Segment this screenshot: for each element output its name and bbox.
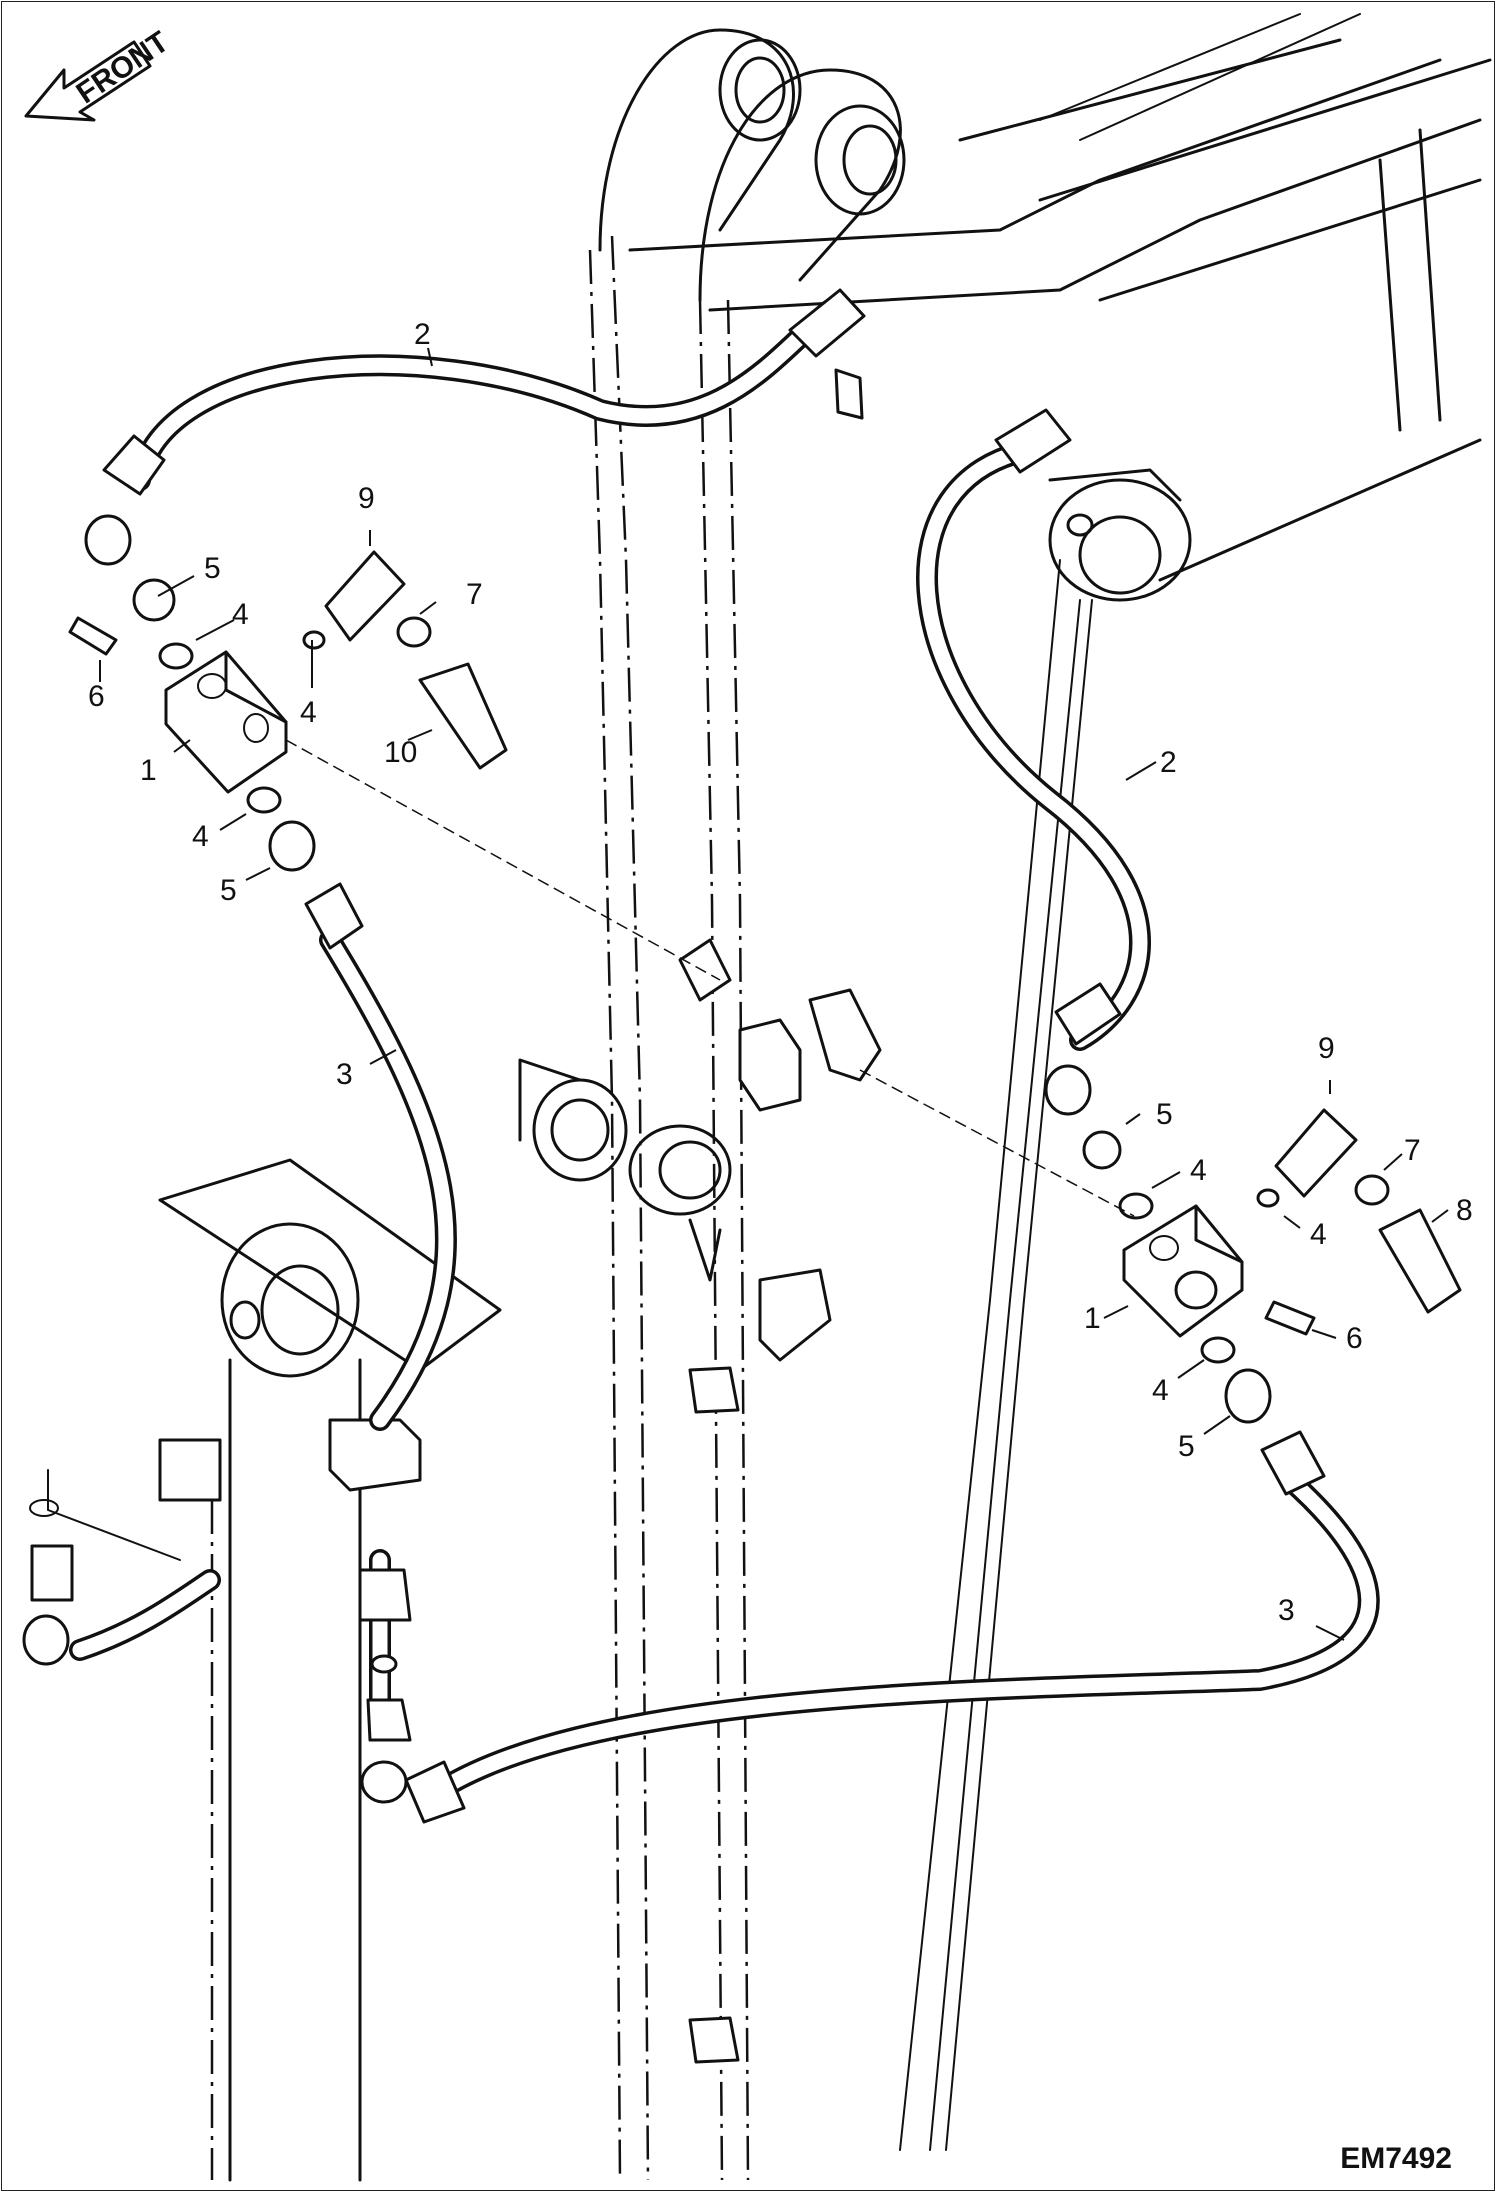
callout-left-10: 10 [384, 736, 417, 769]
callout-left-4c: 4 [192, 820, 209, 853]
callout-left-7: 7 [466, 578, 483, 611]
boom-arm [518, 13, 1492, 2181]
callout-right-1: 1 [1084, 1302, 1101, 1335]
callout-left-4a: 4 [232, 598, 249, 631]
callout-right-7: 7 [1404, 1134, 1421, 1167]
callout-left-6: 6 [88, 680, 105, 713]
callout-left-5b: 5 [220, 874, 237, 907]
right-hose-2 [916, 408, 1151, 1116]
callout-left-3: 3 [336, 1058, 353, 1091]
callout-left-4b: 4 [300, 696, 317, 729]
callouts-left: 2 5 4 6 1 4 9 7 10 4 5 3 [88, 318, 483, 1091]
arm-cylinder [47, 1158, 502, 2182]
callout-right-9: 9 [1318, 1032, 1335, 1065]
callout-left-9: 9 [358, 482, 375, 515]
callout-right-4b: 4 [1310, 1218, 1327, 1251]
callout-right-4a: 4 [1190, 1154, 1207, 1187]
left-hose-2 [84, 288, 866, 566]
callout-right-2: 2 [1160, 746, 1177, 779]
callouts-right: 2 9 5 4 7 8 4 1 6 4 5 3 [1084, 746, 1473, 1627]
mounting-clamps [678, 368, 882, 2064]
callout-right-8: 8 [1456, 1194, 1473, 1227]
callout-right-5b: 5 [1178, 1430, 1195, 1463]
callout-left-1: 1 [140, 754, 157, 787]
callout-right-6: 6 [1346, 1322, 1363, 1355]
right-hose-3 [360, 1430, 1380, 1824]
left-hose-3 [304, 882, 457, 1742]
left-valve-assembly [68, 550, 721, 981]
leader-lines [99, 347, 1449, 1641]
callout-right-4c: 4 [1152, 1374, 1169, 1407]
callout-left-2: 2 [414, 318, 431, 351]
right-valve-assembly [859, 1069, 1462, 1424]
left-cylinder-hose [22, 1499, 221, 1666]
callout-left-5a: 5 [204, 552, 221, 585]
callout-right-5a: 5 [1156, 1098, 1173, 1131]
front-arrow-label: FRONT [71, 25, 175, 110]
callout-right-3: 3 [1278, 1594, 1295, 1627]
front-direction-arrow: FRONT [24, 25, 175, 122]
drawing-number: EM7492 [1340, 2142, 1452, 2175]
